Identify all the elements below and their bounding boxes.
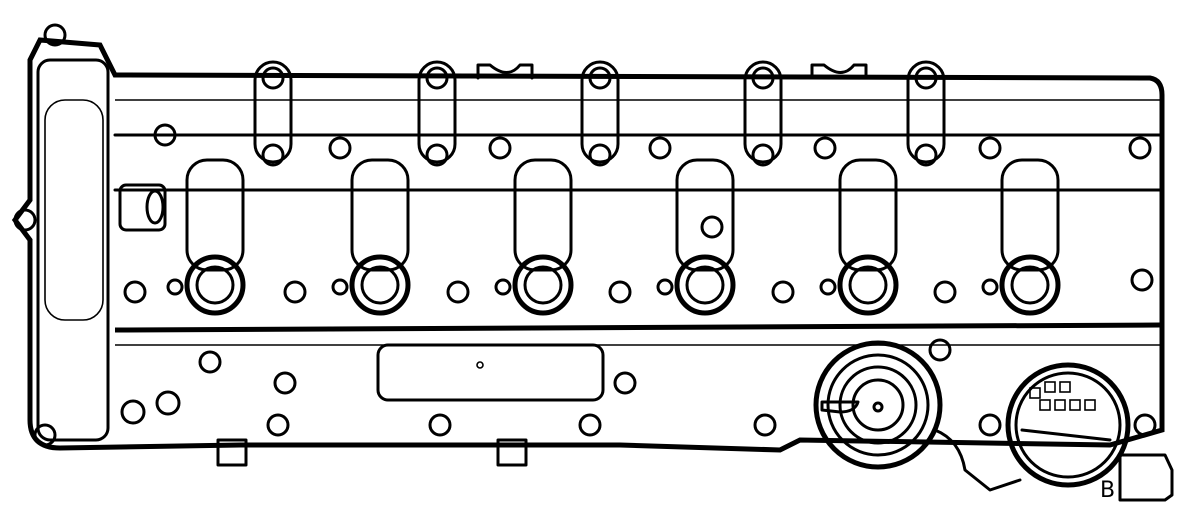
left-column-inner [44, 99, 104, 321]
cover-outline [11, 37, 1165, 453]
baffle-channel [376, 343, 605, 402]
coil-wells [123, 158, 1061, 316]
left-sensor [118, 183, 167, 232]
left-column [36, 58, 110, 442]
lower-rail [114, 322, 1161, 333]
top-bolt-bosses [253, 60, 946, 167]
label-b: B [1100, 478, 1116, 503]
edge-bolts [13, 23, 1157, 447]
pcv-valve [813, 340, 943, 470]
connector-port [1005, 362, 1174, 502]
